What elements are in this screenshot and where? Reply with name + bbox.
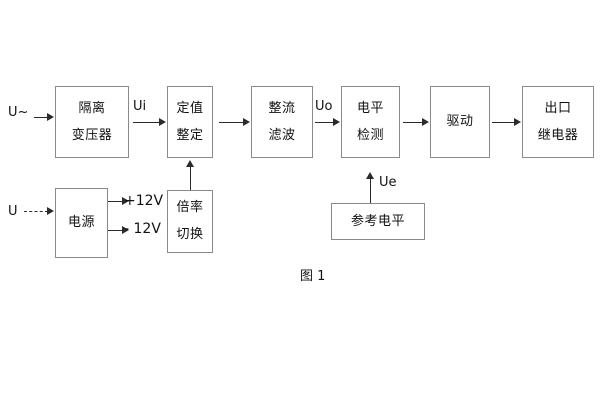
block-level-detection: 电平 检测 — [341, 86, 400, 158]
block-setting-value-line2: 整定 — [176, 127, 204, 143]
arrow-rail-negative — [108, 226, 130, 235]
block-rectify-filter-line1: 整流 — [268, 100, 296, 116]
block-drive-line1: 驱动 — [446, 114, 474, 130]
input-label-ac: U~ — [8, 105, 29, 120]
block-level-detection-line2: 检测 — [356, 127, 384, 143]
block-ratio-switch-line2: 切换 — [176, 227, 204, 242]
figure-caption: 图 1 — [300, 269, 326, 284]
arrow-input-dc-to-power-supply — [24, 207, 55, 216]
block-drive: 驱动 — [430, 86, 490, 158]
signal-label-ui: Ui — [133, 99, 147, 114]
block-rectify-filter: 整流 滤波 — [251, 86, 313, 158]
arrow-ratio-switch-to-setting-value — [186, 160, 195, 190]
block-power-supply: 电源 — [55, 188, 108, 258]
input-label-dc: U — [8, 204, 18, 219]
block-rectify-filter-line2: 滤波 — [268, 127, 296, 143]
rail-label-negative: - 12V — [124, 221, 161, 237]
block-output-relay: 出口 继电器 — [522, 86, 594, 158]
arrow-input-ac-to-isolation-transformer — [34, 113, 54, 122]
arrow-setting-value-to-rectify-filter — [219, 118, 251, 127]
block-reference-level: 参考电平 — [331, 203, 425, 240]
arrow-isolation-transformer-to-setting-value — [133, 118, 167, 127]
arrow-rail-positive — [108, 197, 130, 206]
block-power-supply-line1: 电源 — [67, 215, 95, 231]
block-ratio-switch-line1: 倍率 — [176, 200, 204, 216]
block-output-relay-line1: 出口 — [544, 100, 572, 116]
block-setting-value-line1: 定值 — [176, 100, 204, 116]
signal-label-ue: Ue — [379, 175, 397, 190]
arrow-reference-level-to-level-detection — [366, 172, 375, 203]
rail-label-positive: +12V — [124, 193, 164, 209]
signal-label-uo: Uo — [315, 99, 333, 114]
block-level-detection-line1: 电平 — [356, 100, 384, 116]
block-ratio-switch: 倍率 切换 — [167, 190, 213, 253]
block-output-relay-line2: 继电器 — [537, 127, 579, 143]
block-setting-value: 定值 整定 — [167, 86, 213, 158]
block-reference-level-line1: 参考电平 — [350, 213, 405, 229]
arrow-drive-to-output-relay — [492, 118, 522, 127]
arrow-rectify-filter-to-level-detection — [315, 118, 341, 127]
arrow-level-detection-to-drive — [403, 118, 430, 127]
block-isolation-transformer: 隔离 变压器 — [55, 86, 129, 158]
block-isolation-transformer-line2: 变压器 — [71, 127, 113, 143]
block-isolation-transformer-line1: 隔离 — [78, 100, 106, 116]
